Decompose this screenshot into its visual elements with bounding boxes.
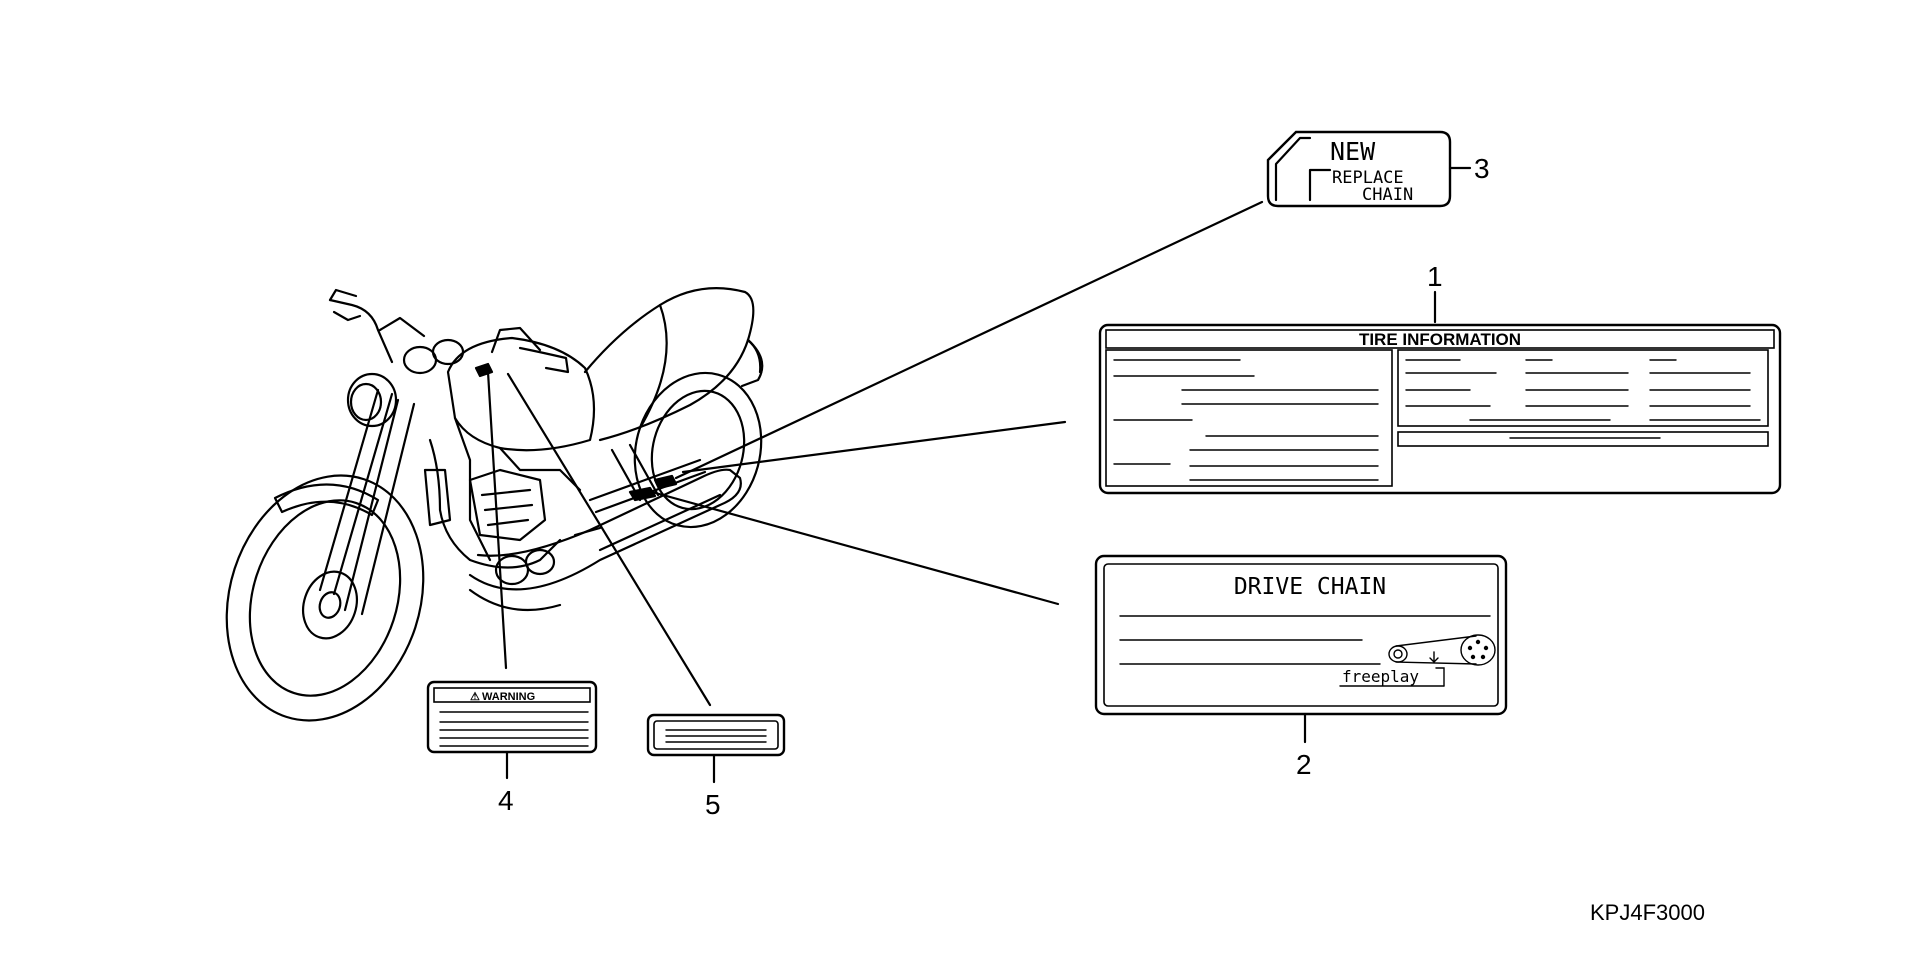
motorcycle-illustration (225, 287, 764, 722)
label-drive-chain: DRIVE CHAIN freeplay 2 (1094, 554, 1508, 780)
chain-sprocket-icon (1388, 634, 1496, 687)
tire-information-title: TIRE INFORMATION (1359, 330, 1521, 349)
diagram-code: KPJ4F3000 (1590, 900, 1705, 925)
leader-lines (486, 200, 1264, 707)
warning-text: WARNING (482, 691, 535, 703)
callout-5: 5 (705, 789, 721, 820)
label-tire-information: 1 TIRE INFORMATION (1098, 261, 1782, 495)
replace-text: REPLACE (1332, 168, 1404, 188)
warning-symbol-icon: ⚠ (470, 691, 480, 703)
callout-4: 4 (498, 785, 514, 816)
chain-text: CHAIN (1362, 185, 1413, 205)
drive-chain-title: DRIVE CHAIN (1234, 574, 1386, 600)
label-new-replace-chain: NEW REPLACE CHAIN 3 (1266, 130, 1490, 208)
label-warning: ⚠ WARNING 4 (426, 680, 598, 816)
label-part-5: 5 (646, 713, 786, 820)
freeplay-text: freeplay (1342, 667, 1419, 686)
new-text: NEW (1330, 137, 1376, 166)
callout-1: 1 (1427, 261, 1443, 292)
callout-2: 2 (1296, 749, 1312, 780)
callout-3: 3 (1474, 153, 1490, 184)
